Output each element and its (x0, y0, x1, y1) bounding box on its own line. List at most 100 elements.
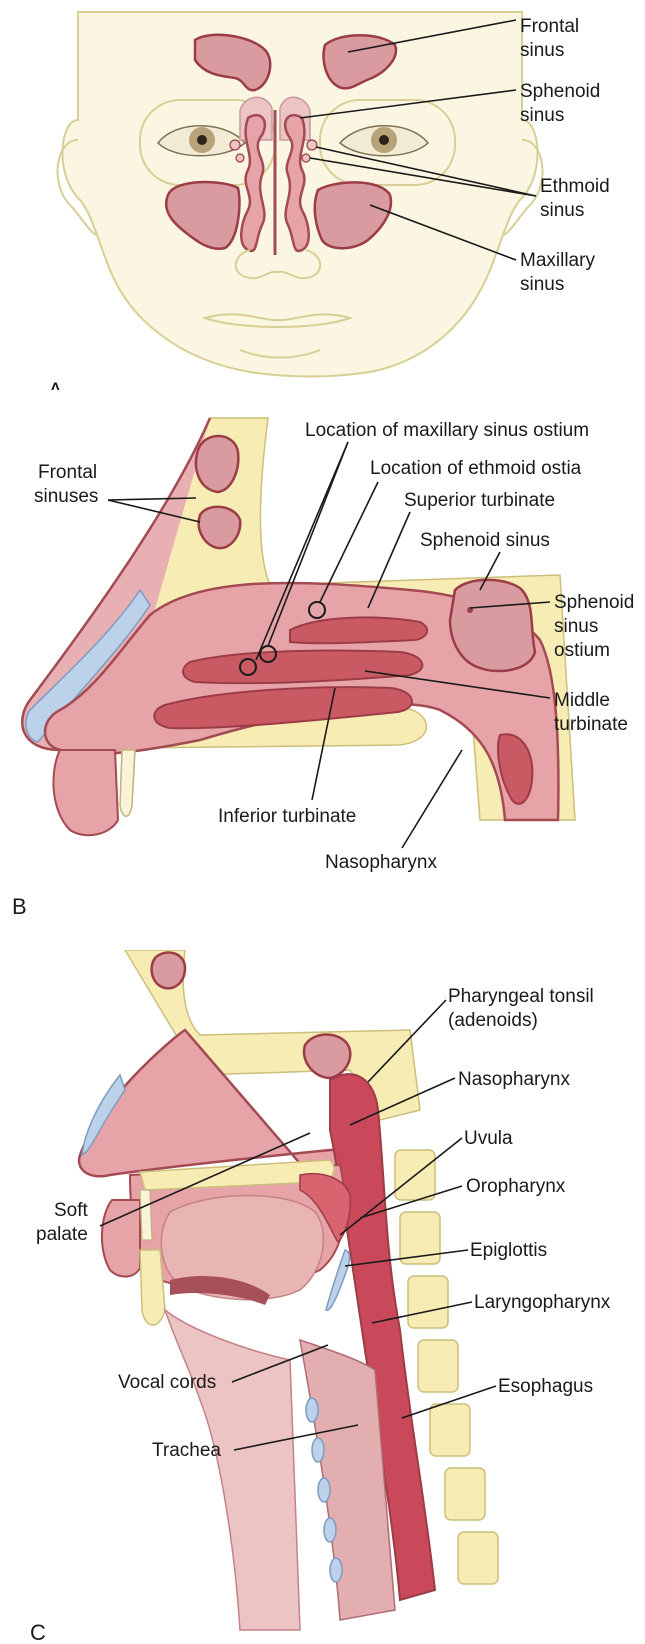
leader-soft-palate (99, 1132, 311, 1227)
leader-inferior-turbinate (311, 687, 336, 801)
nose-outline (234, 249, 322, 280)
mouth-outline (201, 313, 354, 328)
label-maxillary-sinus: Maxillary sinus (520, 250, 600, 295)
leader-sphenoid-ostium (469, 601, 551, 609)
ethmoid-cell-left (229, 139, 241, 151)
leader-vocal-cords (231, 1344, 329, 1383)
leader-frontal-sinuses-1 (107, 497, 197, 501)
leader-nasopharynx (349, 1077, 456, 1126)
inferior-turbinate (153, 686, 413, 730)
mandible (139, 1249, 166, 1326)
leader-sphenoid-sinus (479, 551, 501, 591)
right-eye (338, 125, 430, 157)
neck (163, 1307, 301, 1631)
leader-esophagus (401, 1385, 497, 1419)
leader-pharyngeal-tonsil (367, 999, 447, 1083)
ethmoid-cell-right-2 (301, 153, 311, 163)
label-laryngopharynx: Laryngopharynx (474, 1292, 611, 1313)
leader-ethmoid-sinus-1 (315, 146, 537, 197)
left-nasal-cavity (240, 113, 267, 253)
leader-frontal-sinus (347, 19, 517, 53)
nasal-cartilage (81, 1073, 126, 1157)
leader-ethmoid-ostia (319, 481, 379, 603)
panel-letter-b: B (12, 894, 27, 919)
label-middle-turbinate: Middle turbinate (554, 690, 628, 735)
lips (100, 1199, 141, 1278)
tongue (160, 1194, 325, 1301)
ethmoid-cell-right (306, 139, 318, 151)
superior-turbinate (289, 616, 429, 645)
panel-c-illustration: Pharyngeal tonsil (adenoids) Nasopharynx… (30, 950, 611, 1644)
panel-b-illustration: Frontal sinuses Location of maxillary si… (12, 417, 640, 919)
chin-line (239, 349, 321, 359)
sphenoid-sinus (302, 1033, 352, 1080)
leader-superior-turbinate (367, 511, 411, 609)
cervical-spine (394, 1149, 499, 1585)
left-eye (157, 125, 247, 157)
ethmoid-cell-left-2 (235, 153, 245, 163)
tongue-muscle (170, 1275, 270, 1305)
leader-trachea (233, 1424, 359, 1451)
leader-epiglottis (344, 1249, 469, 1267)
panel-a-face-sinuses: Frontal sinus Sphenoid sinus Ethmoid sin… (0, 0, 645, 390)
leader-oropharynx (359, 1185, 463, 1219)
panel-letter-c: C (30, 1620, 46, 1644)
maxillary-ostium-marker-1 (239, 658, 257, 676)
label-inferior-turbinate: Inferior turbinate (218, 806, 356, 827)
leader-uvula (339, 1137, 463, 1236)
leader-maxillary-ostium-1 (255, 441, 349, 661)
upper-incisor (139, 1189, 153, 1241)
label-ethmoid-sinus: Ethmoid sinus (540, 176, 615, 221)
label-oropharynx: Oropharynx (466, 1176, 566, 1197)
tracheal-rings (305, 1397, 343, 1583)
pharynx-column (329, 1073, 437, 1602)
label-uvula: Uvula (464, 1128, 513, 1149)
ethmoid-ostium-marker (308, 601, 326, 619)
label-soft-palate: Soft palate (36, 1200, 93, 1245)
label-frontal-sinus: Frontal sinus (520, 16, 584, 61)
label-trachea: Trachea (152, 1440, 221, 1461)
left-maxillary-sinus (165, 180, 241, 251)
frontal-sinus (150, 951, 187, 990)
middle-turbinate (182, 649, 424, 685)
soft-palate (299, 1173, 352, 1244)
label-sphenoid-sinus-ostium: Sphenoid sinus ostium (554, 592, 640, 661)
frontal-sinus-upper (194, 434, 240, 494)
panel-letter-a: A (48, 378, 63, 390)
leader-laryngopharynx (371, 1301, 473, 1324)
label-nasopharynx: Nasopharynx (458, 1069, 570, 1090)
frontal-sinus-lower (197, 505, 242, 550)
label-esophagus: Esophagus (498, 1376, 593, 1397)
left-ear (56, 139, 97, 236)
panel-c-pharynx: Pharyngeal tonsil (adenoids) Nasopharynx… (0, 950, 645, 1644)
upper-lip (52, 749, 120, 837)
leader-ethmoid-sinus-2 (309, 157, 537, 197)
label-epiglottis: Epiglottis (470, 1240, 547, 1261)
upper-tooth (119, 749, 136, 817)
leader-middle-turbinate (364, 670, 551, 699)
panel-b-nasal-cavity: Frontal sinuses Location of maxillary si… (0, 390, 645, 950)
label-vocal-cords: Vocal cords (118, 1372, 216, 1393)
sphenoid-sinus (448, 578, 537, 673)
right-nasal-cavity (283, 113, 310, 253)
right-frontal-sinus (322, 34, 398, 90)
label-pharyngeal-tonsil: Pharyngeal tonsil (adenoids) (448, 986, 599, 1031)
label-sphenoid-sinus: Sphenoid sinus (520, 81, 606, 126)
leader-sphenoid-sinus (299, 89, 517, 119)
label-maxillary-sinus-ostium: Location of maxillary sinus ostium (305, 420, 589, 441)
label-superior-turbinate: Superior turbinate (404, 490, 555, 511)
nose-external (21, 417, 212, 752)
label-sphenoid-sinus: Sphenoid sinus (420, 530, 550, 551)
label-ethmoid-ostia: Location of ethmoid ostia (370, 458, 582, 479)
leader-frontal-sinuses-2 (107, 499, 201, 523)
label-nasopharynx: Nasopharynx (325, 852, 437, 873)
panel-a-illustration: Frontal sinus Sphenoid sinus Ethmoid sin… (48, 11, 615, 390)
right-maxillary-sinus (313, 181, 393, 250)
left-frontal-sinus (193, 33, 272, 92)
right-ear (503, 139, 544, 236)
leader-maxillary-ostium-2 (267, 441, 349, 647)
nasopharynx-opening (497, 733, 534, 805)
leader-nasopharynx (401, 749, 463, 849)
leader-maxillary-sinus (369, 204, 517, 261)
nasal-cartilage (25, 588, 151, 743)
